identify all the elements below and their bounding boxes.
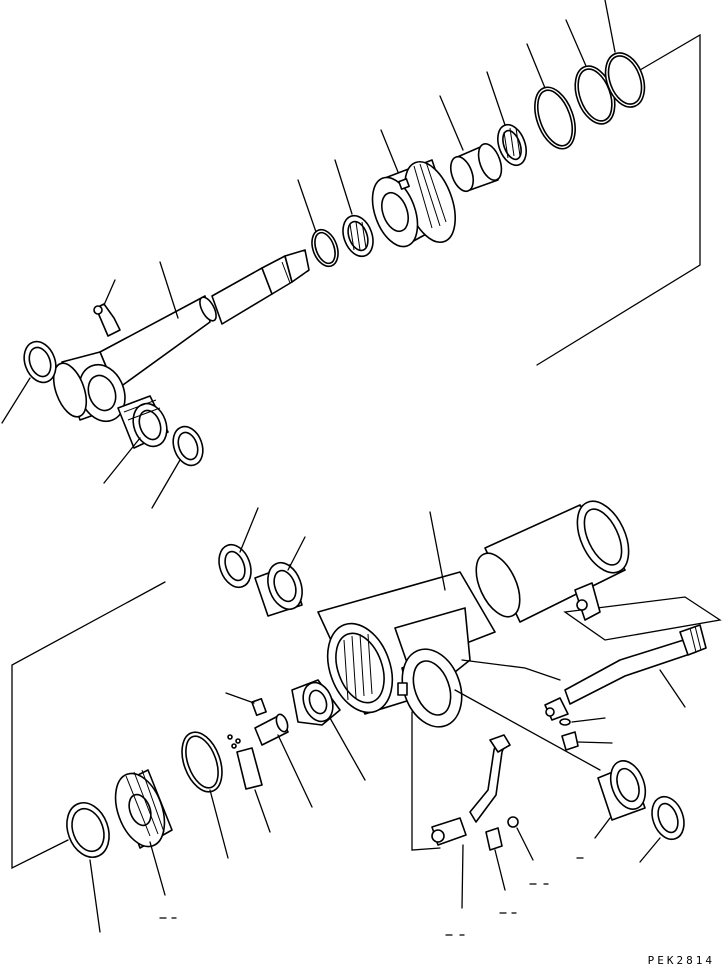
top-bushing [254,561,303,617]
cylinder-head [371,159,456,248]
hose-assembly [544,624,707,721]
pipe-o-ring [507,816,519,828]
bushing-upper [117,395,169,449]
piston-rod [99,249,310,391]
leader-lines-lower [89,507,686,933]
grease-fitting-upper [93,303,121,337]
leader-lines-upper [1,0,616,509]
rod-eye [52,351,126,423]
cylinder-bottom [317,571,496,728]
snap-ring [311,228,339,268]
tube-pipe [431,734,511,846]
ball-and-stopper [227,734,263,790]
cylinder-tube [475,500,630,623]
top-dust-seal [218,543,252,589]
assembly-bracket-lower [11,581,166,870]
o-ring-3 [604,52,646,108]
plunger [254,713,289,746]
drawing-code: PEK2814 [647,954,715,967]
hose-bracket [563,596,722,641]
o-ring-1 [534,86,576,150]
dust-seal-upper [23,340,57,384]
piston-nut [291,679,341,726]
bottom-bushing [597,760,647,821]
wear-ring [66,802,110,858]
set-screw [251,697,267,717]
bottom-dust-seal [651,795,685,841]
rod-bushing [449,143,503,193]
hose-o-ring [559,718,571,726]
label-stubs [159,857,584,936]
hose-bolt [561,731,579,751]
rod-seal [342,214,374,258]
piston-ring [181,731,223,793]
buffer-ring [497,123,527,167]
seal-ring-upper [172,425,204,467]
assembly-bracket-upper [536,33,701,366]
o-ring-2 [574,65,616,125]
pipe-bolt [485,827,503,851]
piston [114,769,173,849]
tube-port-boss [574,582,601,621]
